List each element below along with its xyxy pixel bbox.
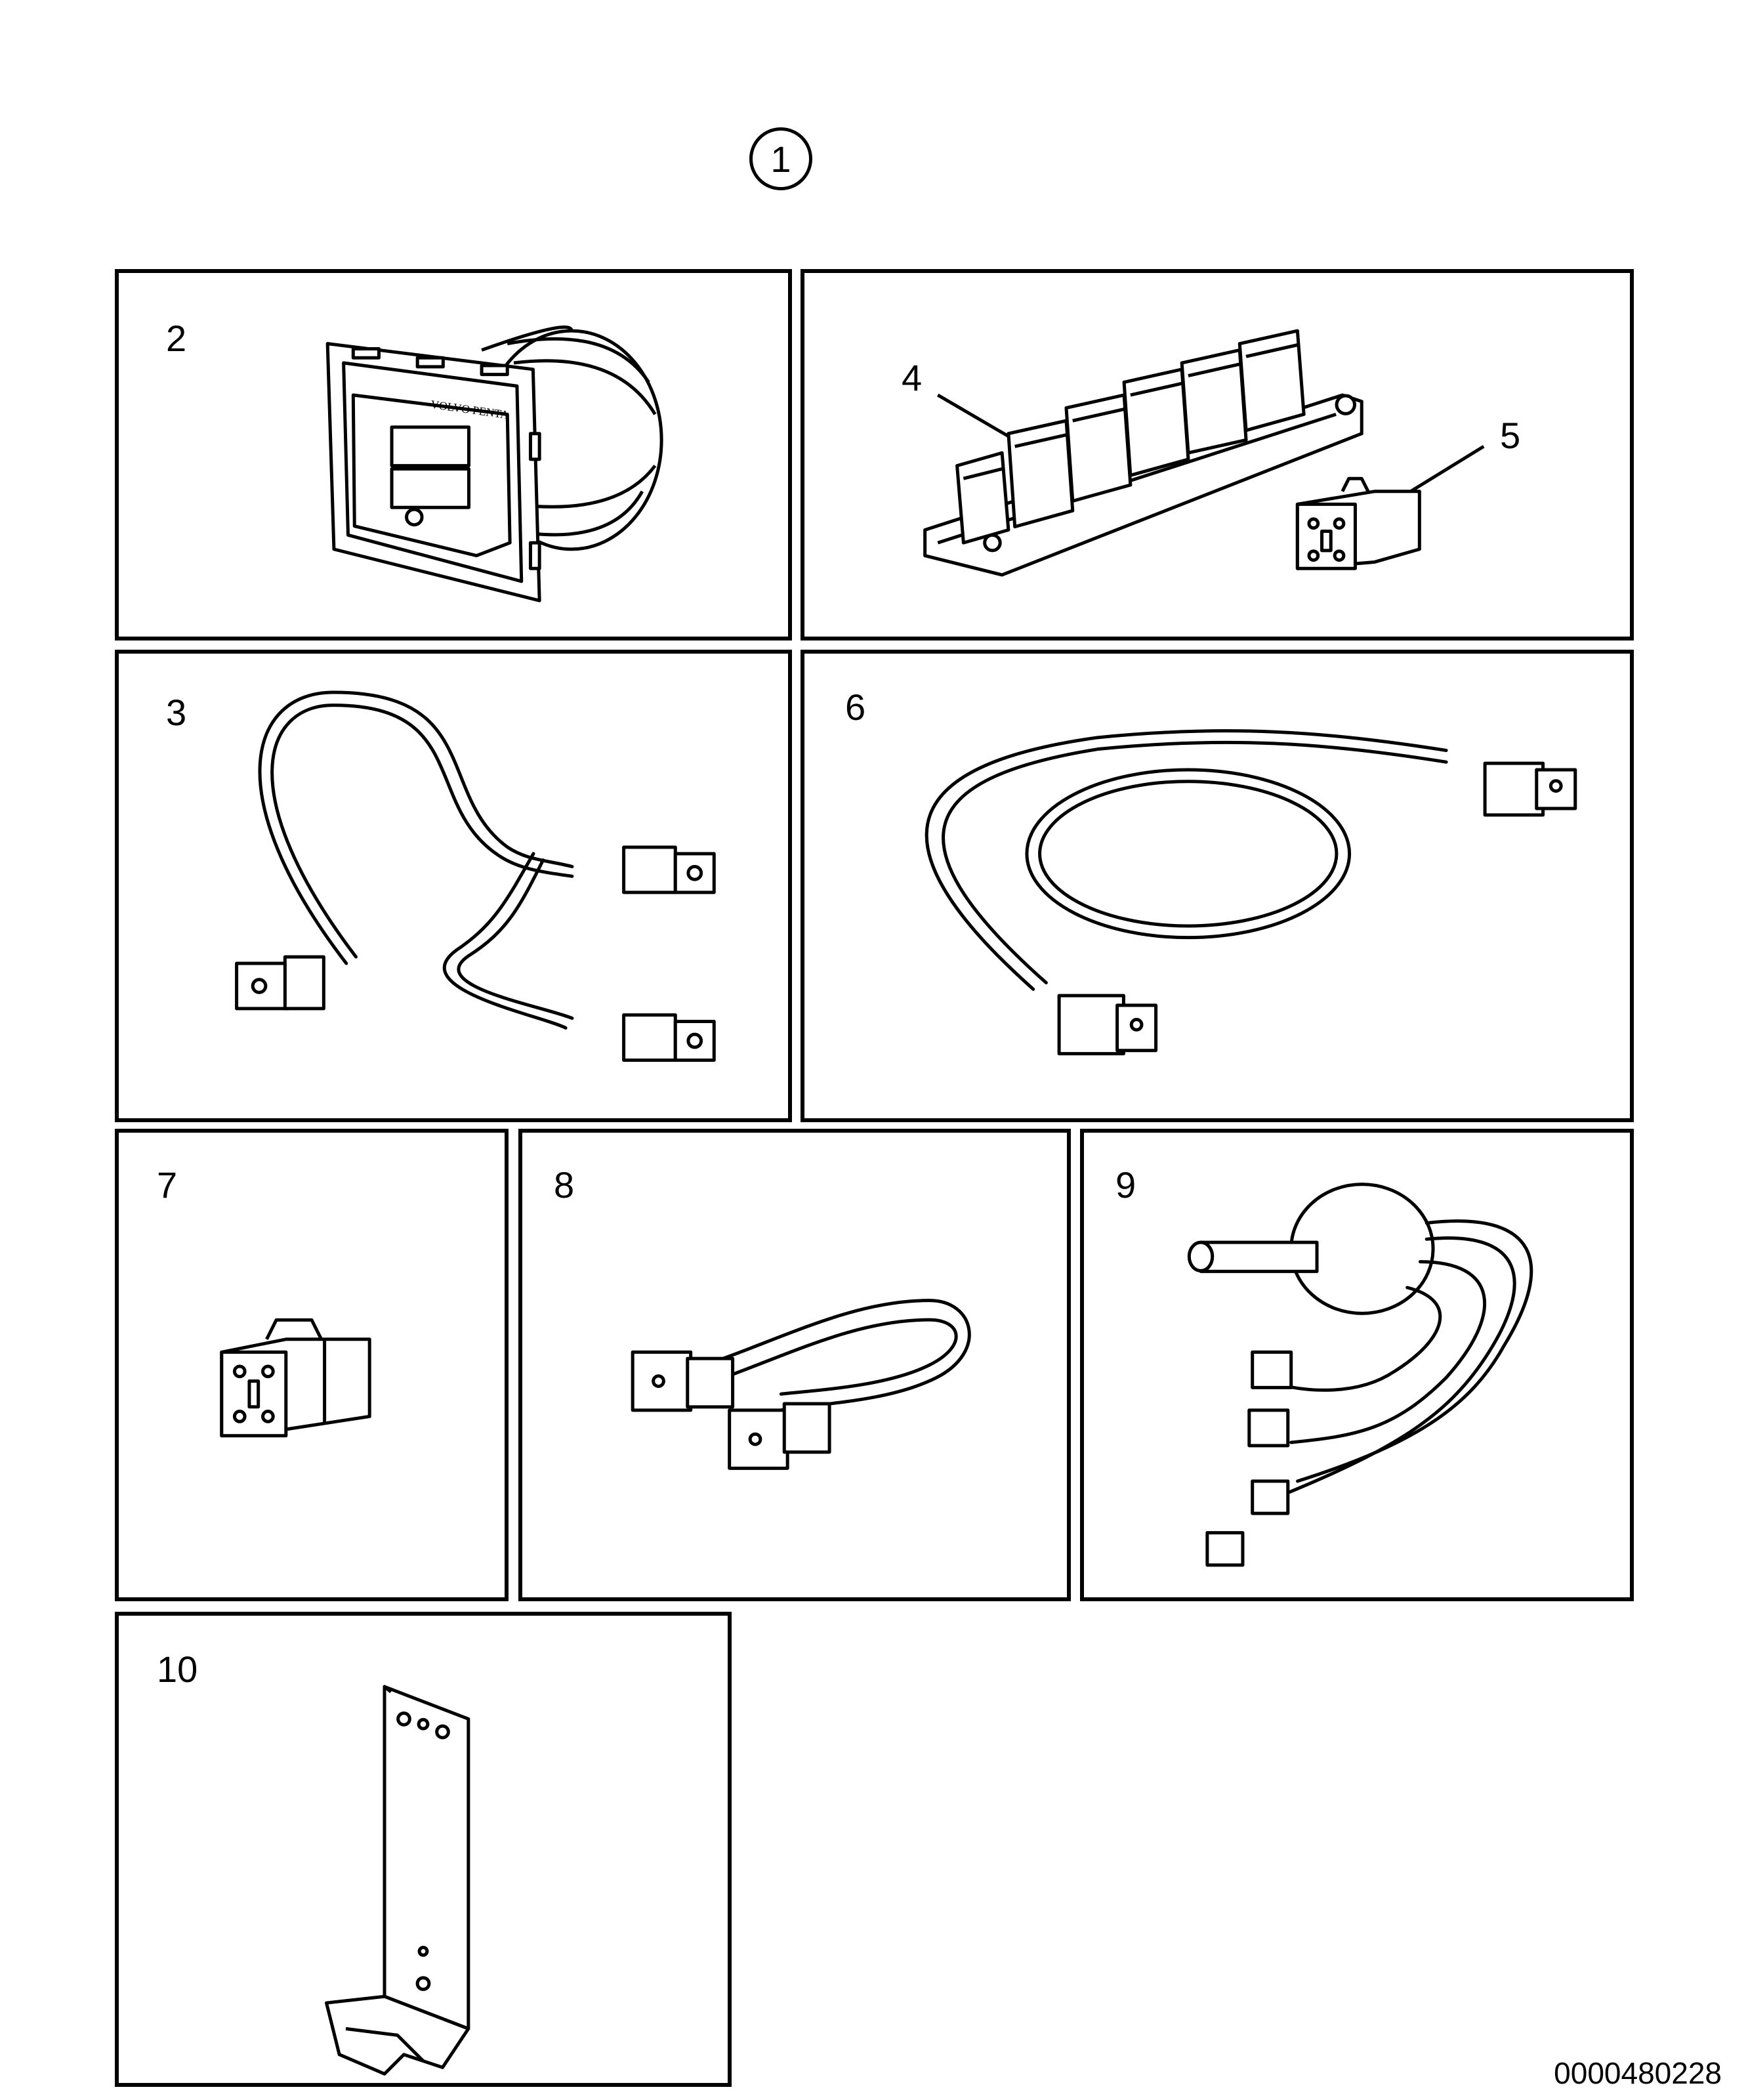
item-label: 7 (157, 1164, 178, 1206)
junction-block-drawing (804, 273, 1630, 637)
panel-item-8: 8 (518, 1129, 1071, 1601)
item-label: 3 (166, 692, 187, 733)
mounting-bracket-drawing (119, 1616, 728, 2083)
panel-items-4-5: 4 5 (801, 269, 1634, 640)
y-harness-drawing (119, 654, 788, 1118)
item-label: 6 (845, 686, 866, 728)
connector-plug-drawing (119, 1133, 505, 1597)
panel-item-9: 9 (1080, 1129, 1634, 1601)
display-gauge-drawing: VOLVO PENTA (119, 273, 788, 637)
assembly-number-badge: 1 (749, 127, 812, 190)
panel-item-10: 10 (115, 1612, 732, 2087)
adapter-cable-drawing (522, 1133, 1067, 1597)
item-label: 10 (157, 1648, 198, 1690)
sensor-drawing (1084, 1133, 1630, 1597)
drawing-id: 0000480228 (1554, 2056, 1722, 2090)
extension-cable-drawing (804, 654, 1630, 1118)
callout-4: 4 (902, 357, 923, 398)
item-label: 2 (166, 318, 187, 359)
callout-5: 5 (1500, 415, 1521, 456)
panel-item-2: 2 VOLVO PENTA (115, 269, 792, 640)
item-label: 8 (554, 1164, 575, 1206)
item-label: 9 (1115, 1164, 1136, 1206)
panel-item-3: 3 (115, 650, 792, 1122)
panel-item-6: 6 (801, 650, 1634, 1122)
assembly-number: 1 (770, 138, 791, 180)
panel-item-7: 7 (115, 1129, 509, 1601)
